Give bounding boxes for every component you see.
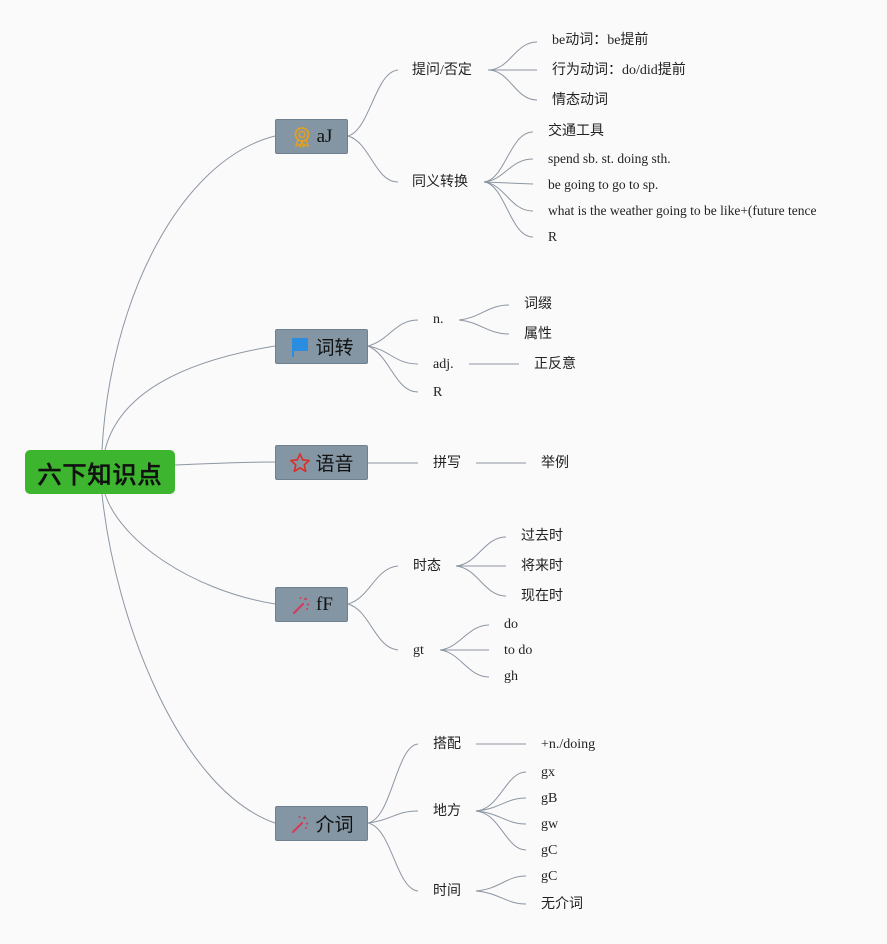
subtopic-gt[interactable]: gt: [413, 643, 424, 658]
subtopic-n[interactable]: n.: [433, 312, 444, 327]
leaf-shijian-2[interactable]: 无介词: [541, 897, 583, 912]
leaf-difang-1[interactable]: gx: [541, 765, 555, 780]
leaf-shijian-1[interactable]: gC: [541, 869, 558, 884]
blue-flag-icon: [292, 337, 309, 357]
star-outline-icon: [290, 452, 311, 472]
leaf-pinxie-1[interactable]: 举例: [541, 456, 569, 471]
leaf-tongyi-2[interactable]: spend sb. st. doing sth.: [548, 151, 671, 166]
leaf-tongyi-5[interactable]: R: [548, 229, 558, 244]
leaf-gt-2[interactable]: to do: [504, 643, 533, 658]
leaf-dapei-1[interactable]: +n./doing: [541, 737, 596, 752]
leaf-difang-3[interactable]: gw: [541, 817, 559, 832]
root-topic-label: 六下知识点: [37, 460, 163, 489]
leaf-difang-2[interactable]: gB: [541, 791, 558, 806]
subtopic-difang[interactable]: 地方: [433, 804, 461, 819]
subtopic-shitai[interactable]: 时态: [413, 559, 441, 574]
topic-aj-label: aJ: [316, 125, 333, 147]
subtopic-dapei[interactable]: 搭配: [433, 737, 461, 752]
topic-yuyin[interactable]: 语音: [275, 445, 368, 480]
leaf-difang-4[interactable]: gC: [541, 843, 558, 858]
magic-wand-icon: [292, 596, 310, 614]
leaf-shitai-1[interactable]: 过去时: [521, 529, 563, 544]
topic-ff[interactable]: fF: [275, 587, 348, 622]
subtopic-tiwen[interactable]: 提问/否定: [412, 63, 472, 78]
subtopic-r[interactable]: R: [433, 385, 443, 400]
leaf-shitai-2[interactable]: 将来时: [521, 559, 563, 574]
leaf-gt-3[interactable]: gh: [504, 669, 518, 684]
award-ribbon-icon: [294, 126, 309, 148]
root-topic[interactable]: 六下知识点: [25, 450, 175, 494]
topic-aj[interactable]: aJ: [275, 119, 348, 154]
leaf-tongyi-3[interactable]: be going to go to sp.: [548, 177, 659, 192]
topic-jieci[interactable]: 介词: [275, 806, 368, 841]
leaf-tiwen-2[interactable]: 行为动词：do/did提前: [552, 63, 686, 78]
topic-cizhuan[interactable]: 词转: [275, 329, 368, 364]
leaf-tongyi-1[interactable]: 交通工具: [548, 124, 604, 139]
topic-yuyin-label: 语音: [315, 454, 354, 475]
subtopic-tongyi[interactable]: 同义转换: [412, 175, 468, 190]
magic-wand-icon: [292, 815, 309, 833]
leaf-tongyi-4[interactable]: what is the weather going to be like+(fu…: [548, 203, 817, 218]
topic-cizhuan-label: 词转: [315, 338, 354, 359]
subtopic-adj[interactable]: adj.: [433, 357, 454, 372]
leaf-n-2[interactable]: 属性: [524, 327, 552, 342]
subtopic-shijian[interactable]: 时间: [433, 884, 461, 899]
leaf-n-1[interactable]: 词缀: [524, 297, 552, 312]
leaf-shitai-3[interactable]: 现在时: [521, 589, 563, 604]
topic-ff-label: fF: [316, 593, 333, 615]
leaf-adj-1[interactable]: 正反意: [534, 357, 576, 372]
leaf-gt-1[interactable]: do: [504, 617, 518, 632]
leaf-tiwen-1[interactable]: be动词：be提前: [552, 33, 649, 48]
topic-jieci-label: 介词: [315, 815, 354, 836]
subtopic-pinxie[interactable]: 拼写: [433, 456, 461, 471]
leaf-tiwen-3[interactable]: 情态动词: [552, 93, 608, 108]
